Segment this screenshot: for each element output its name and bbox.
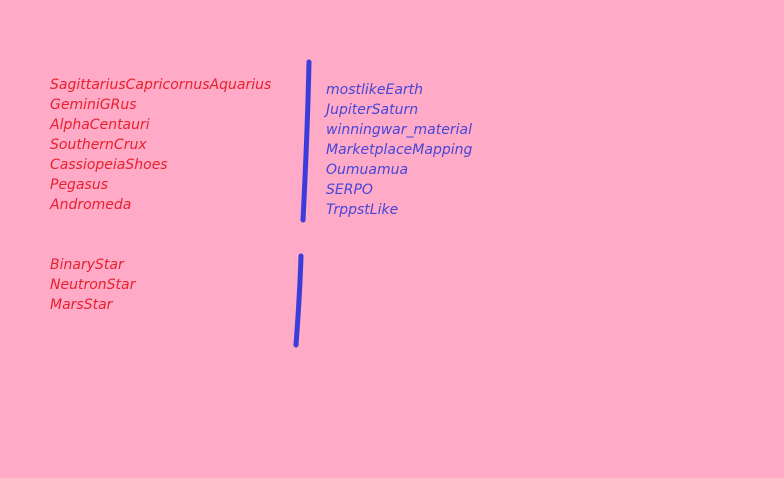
list-item: Pegasus — [50, 177, 108, 193]
left-top-word-list: SagittariusCapricornusAquarius GeminiGRu… — [50, 75, 271, 215]
left-bottom-word-list: BinaryStar NeutronStar MarsStar — [50, 255, 135, 315]
list-item: AlphaCentauri — [50, 117, 150, 133]
divider-stroke-upper — [300, 59, 312, 223]
list-item: NeutronStar — [50, 277, 136, 293]
right-word-list: mostlikeEarth JupiterSaturn winningwar_m… — [326, 80, 472, 220]
divider-stroke-lower — [293, 253, 304, 348]
list-item: SouthernCrux — [50, 137, 147, 153]
list-item: GeminiGRus — [50, 97, 137, 113]
list-item: CassiopeiaShoes — [50, 157, 168, 173]
list-item: SagittariusCapricornusAquarius — [50, 77, 272, 93]
list-item: SERPO — [326, 182, 373, 198]
list-item: MarsStar — [50, 297, 113, 313]
list-item: mostlikeEarth — [326, 82, 424, 98]
list-item: MarketplaceMapping — [326, 142, 473, 158]
list-item: TrppstLike — [326, 202, 399, 218]
list-item: winningwar_material — [326, 122, 472, 138]
list-item: JupiterSaturn — [326, 102, 419, 118]
list-item: BinaryStar — [50, 257, 124, 273]
list-item: Oumuamua — [326, 162, 409, 178]
list-item: Andromeda — [50, 197, 132, 213]
